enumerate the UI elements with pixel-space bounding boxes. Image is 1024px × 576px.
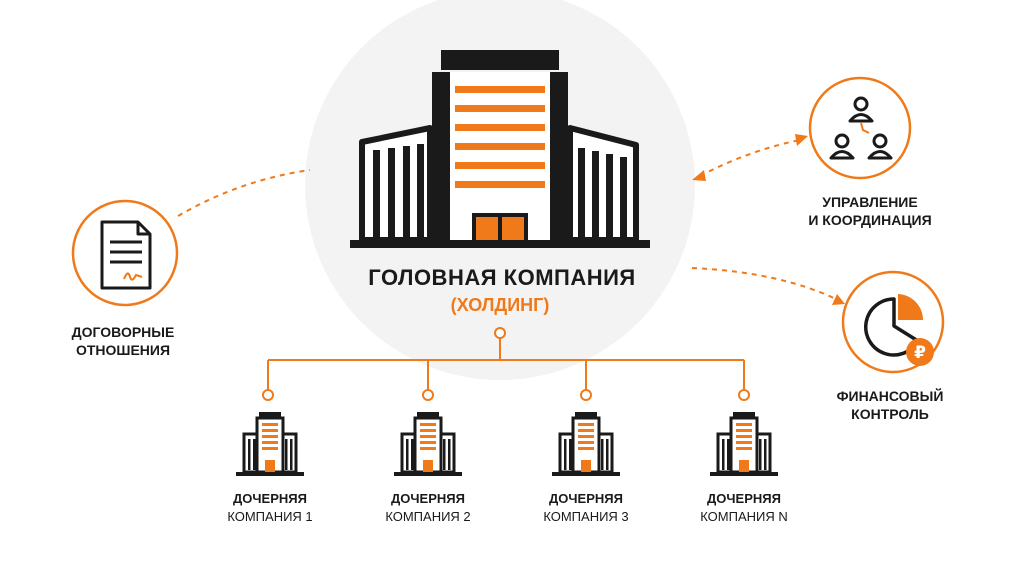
subsidiary-2-label: ДОЧЕРНЯЯ КОМПАНИЯ 2 xyxy=(358,490,498,525)
head-company-title: ГОЛОВНАЯ КОМПАНИЯ xyxy=(368,265,636,290)
finance-label-line1: ФИНАНСОВЫЙ xyxy=(836,388,944,404)
head-company-subtitle: (ХОЛДИНГ) xyxy=(450,295,550,315)
contract-label-line2: ОТНОШЕНИЯ xyxy=(75,341,171,358)
arrow-finance xyxy=(691,267,839,301)
arrow-contract xyxy=(177,169,311,217)
subsidiary-1-label: ДОЧЕРНЯЯ КОМПАНИЯ 1 xyxy=(200,490,340,525)
subsidiary-1-line1: ДОЧЕРНЯЯ xyxy=(233,491,307,506)
finance-control-label: ФИНАНСОВЫЙ КОНТРОЛЬ xyxy=(820,388,960,423)
subsidiary-3-building-icon xyxy=(550,410,622,478)
subsidiary-1-line2: КОМПАНИЯ 1 xyxy=(227,508,313,524)
ruble-sign: ₽ xyxy=(914,343,926,363)
connector-tree xyxy=(267,338,745,390)
subsidiary-n-line1: ДОЧЕРНЯЯ xyxy=(707,491,781,506)
subsidiary-1-building-icon xyxy=(234,410,306,478)
contract-label-line1: ДОГОВОРНЫЕ xyxy=(71,324,175,340)
subsidiary-n-line2: КОМПАНИЯ N xyxy=(700,508,788,524)
arrow-management xyxy=(699,139,801,177)
subsidiary-3-label: ДОЧЕРНЯЯ КОМПАНИЯ 3 xyxy=(516,490,656,525)
pie-chart-ruble-icon: ₽ xyxy=(841,270,945,374)
subsidiary-3-line2: КОМПАНИЯ 3 xyxy=(543,508,629,524)
people-hierarchy-icon xyxy=(808,76,912,180)
subsidiary-n-label: ДОЧЕРНЯЯ КОМПАНИЯ N xyxy=(674,490,814,525)
finance-label-line2: КОНТРОЛЬ xyxy=(851,405,929,422)
management-label-line2: И КООРДИНАЦИЯ xyxy=(808,211,932,228)
management-label: УПРАВЛЕНИЕ И КООРДИНАЦИЯ xyxy=(790,194,950,229)
connector-dots xyxy=(262,327,750,401)
subsidiary-2-line1: ДОЧЕРНЯЯ xyxy=(391,491,465,506)
dashed-arrows xyxy=(177,139,839,301)
subsidiary-n-building-icon xyxy=(708,410,780,478)
contract-document-icon xyxy=(71,199,179,307)
subsidiary-3-line1: ДОЧЕРНЯЯ xyxy=(549,491,623,506)
management-label-line1: УПРАВЛЕНИЕ xyxy=(822,194,918,210)
arrow-heads xyxy=(692,134,845,305)
hq-building-icon xyxy=(350,50,650,248)
subsidiary-2-building-icon xyxy=(392,410,464,478)
subsidiary-2-line2: КОМПАНИЯ 2 xyxy=(385,508,471,524)
contract-relations-label: ДОГОВОРНЫЕ ОТНОШЕНИЯ xyxy=(48,324,198,359)
